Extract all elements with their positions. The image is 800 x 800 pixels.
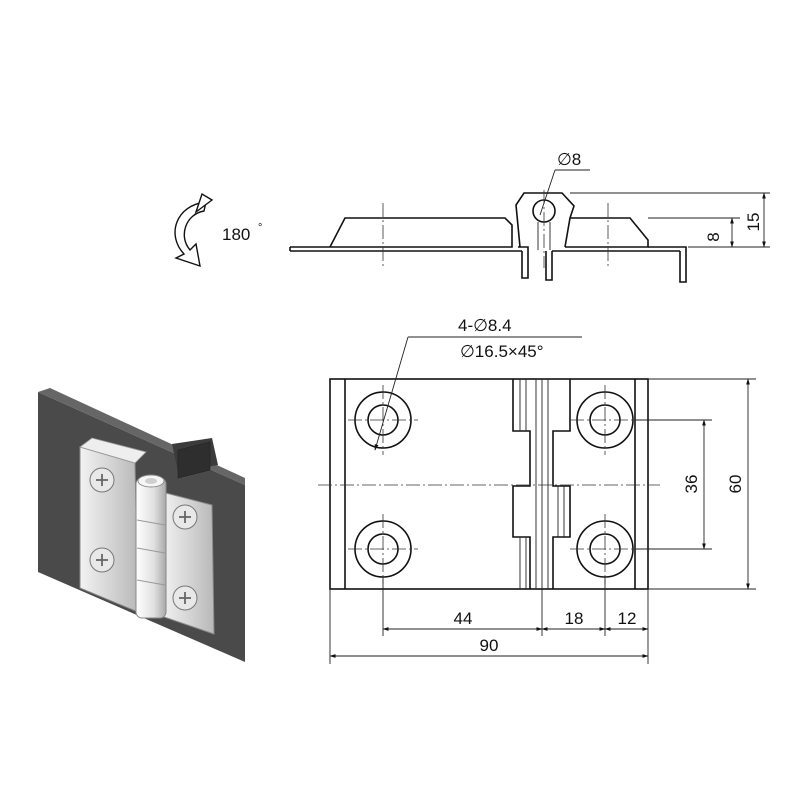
- knuckle-profile: [515, 192, 575, 248]
- dim-12-label: 12: [618, 609, 637, 628]
- countersunk-hole: [348, 514, 418, 584]
- knuckle-left-edge: [512, 379, 531, 589]
- right-leaf-profile: [565, 217, 649, 248]
- hole-callout: 4-∅8.4: [458, 316, 512, 335]
- screw-icon: [172, 504, 198, 530]
- left-leaf-profile: [290, 217, 513, 248]
- front-view: 4-∅8.4 ∅16.5×45° 36 60 44 18 12 90: [318, 316, 756, 664]
- pin-diameter-label: ∅8: [557, 150, 581, 169]
- hinge-3d-illustration: [38, 388, 245, 662]
- countersink-callout: ∅16.5×45°: [460, 342, 544, 361]
- screw-icon: [172, 585, 198, 611]
- rotation-180-icon: 180 °: [174, 192, 262, 268]
- knuckle-right-edge: [552, 379, 571, 589]
- hinge-knuckle: [135, 477, 167, 619]
- dim-44-label: 44: [454, 609, 473, 628]
- countersunk-hole: [570, 385, 640, 455]
- dim-36-label: 36: [682, 475, 701, 494]
- height-15-label: 15: [744, 213, 763, 232]
- countersunk-hole: [570, 514, 640, 584]
- degree-mark: °: [258, 222, 262, 234]
- dim-18-label: 18: [565, 609, 584, 628]
- dim-60-label: 60: [726, 475, 745, 494]
- screw-icon: [89, 547, 115, 573]
- hinge-outline: [329, 378, 649, 590]
- height-8-label: 8: [704, 232, 723, 241]
- screw-icon: [89, 467, 115, 493]
- rotation-angle-label: 180: [222, 225, 250, 244]
- dim-90-label: 90: [480, 636, 499, 655]
- side-view: ∅8 15 8: [289, 150, 770, 283]
- countersunk-hole: [348, 385, 418, 455]
